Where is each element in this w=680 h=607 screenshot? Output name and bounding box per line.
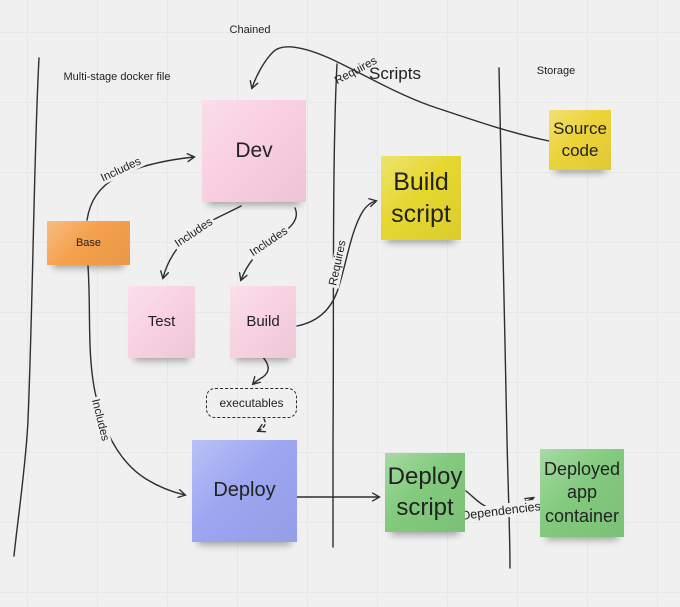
divider-line-middle[interactable] bbox=[332, 63, 338, 548]
label-chained[interactable]: Chained bbox=[229, 24, 271, 36]
sticky-note-test[interactable]: Test bbox=[128, 286, 195, 358]
sticky-note-dev[interactable]: Dev bbox=[202, 100, 306, 202]
sticky-note-deploy-script-label: Deploy script bbox=[387, 462, 463, 521]
edge-build-to-build-script[interactable] bbox=[296, 198, 378, 327]
divider-line-right[interactable] bbox=[498, 67, 511, 569]
sticky-note-base[interactable]: Base bbox=[47, 221, 130, 265]
sticky-note-deployed-app-container-label: Deployed app container bbox=[543, 459, 621, 526]
sticky-note-deployed-app-container[interactable]: Deployed app container bbox=[540, 449, 624, 537]
edge-executables-to-deploy[interactable] bbox=[256, 418, 267, 433]
sticky-note-build[interactable]: Build bbox=[230, 286, 296, 358]
sticky-note-source-code-label: Source code bbox=[553, 119, 607, 160]
sticky-note-deploy[interactable]: Deploy bbox=[192, 440, 297, 542]
label-storage[interactable]: Storage bbox=[536, 65, 576, 77]
edge-source-code-to-dev[interactable] bbox=[249, 46, 550, 142]
divider-line-left[interactable] bbox=[13, 57, 40, 557]
sticky-note-dev-label: Dev bbox=[235, 138, 273, 162]
sticky-note-deploy-script[interactable]: Deploy script bbox=[385, 453, 465, 532]
sticky-note-deploy-label: Deploy bbox=[213, 479, 276, 502]
sticky-note-build-script[interactable]: Build script bbox=[381, 156, 461, 240]
label-multi-stage-docker-file[interactable]: Multi-stage docker file bbox=[63, 71, 171, 83]
sticky-note-test-label: Test bbox=[147, 313, 176, 331]
executables-label: executables bbox=[219, 396, 284, 410]
sticky-note-build-label: Build bbox=[246, 313, 280, 331]
executables-dashed-box[interactable]: executables bbox=[206, 388, 297, 418]
sticky-note-build-script-label: Build script bbox=[391, 168, 451, 228]
edge-build-to-executables[interactable] bbox=[251, 355, 269, 386]
sticky-note-source-code[interactable]: Source code bbox=[549, 110, 611, 170]
sticky-note-base-label: Base bbox=[75, 236, 102, 249]
label-scripts[interactable]: Scripts bbox=[369, 64, 421, 83]
